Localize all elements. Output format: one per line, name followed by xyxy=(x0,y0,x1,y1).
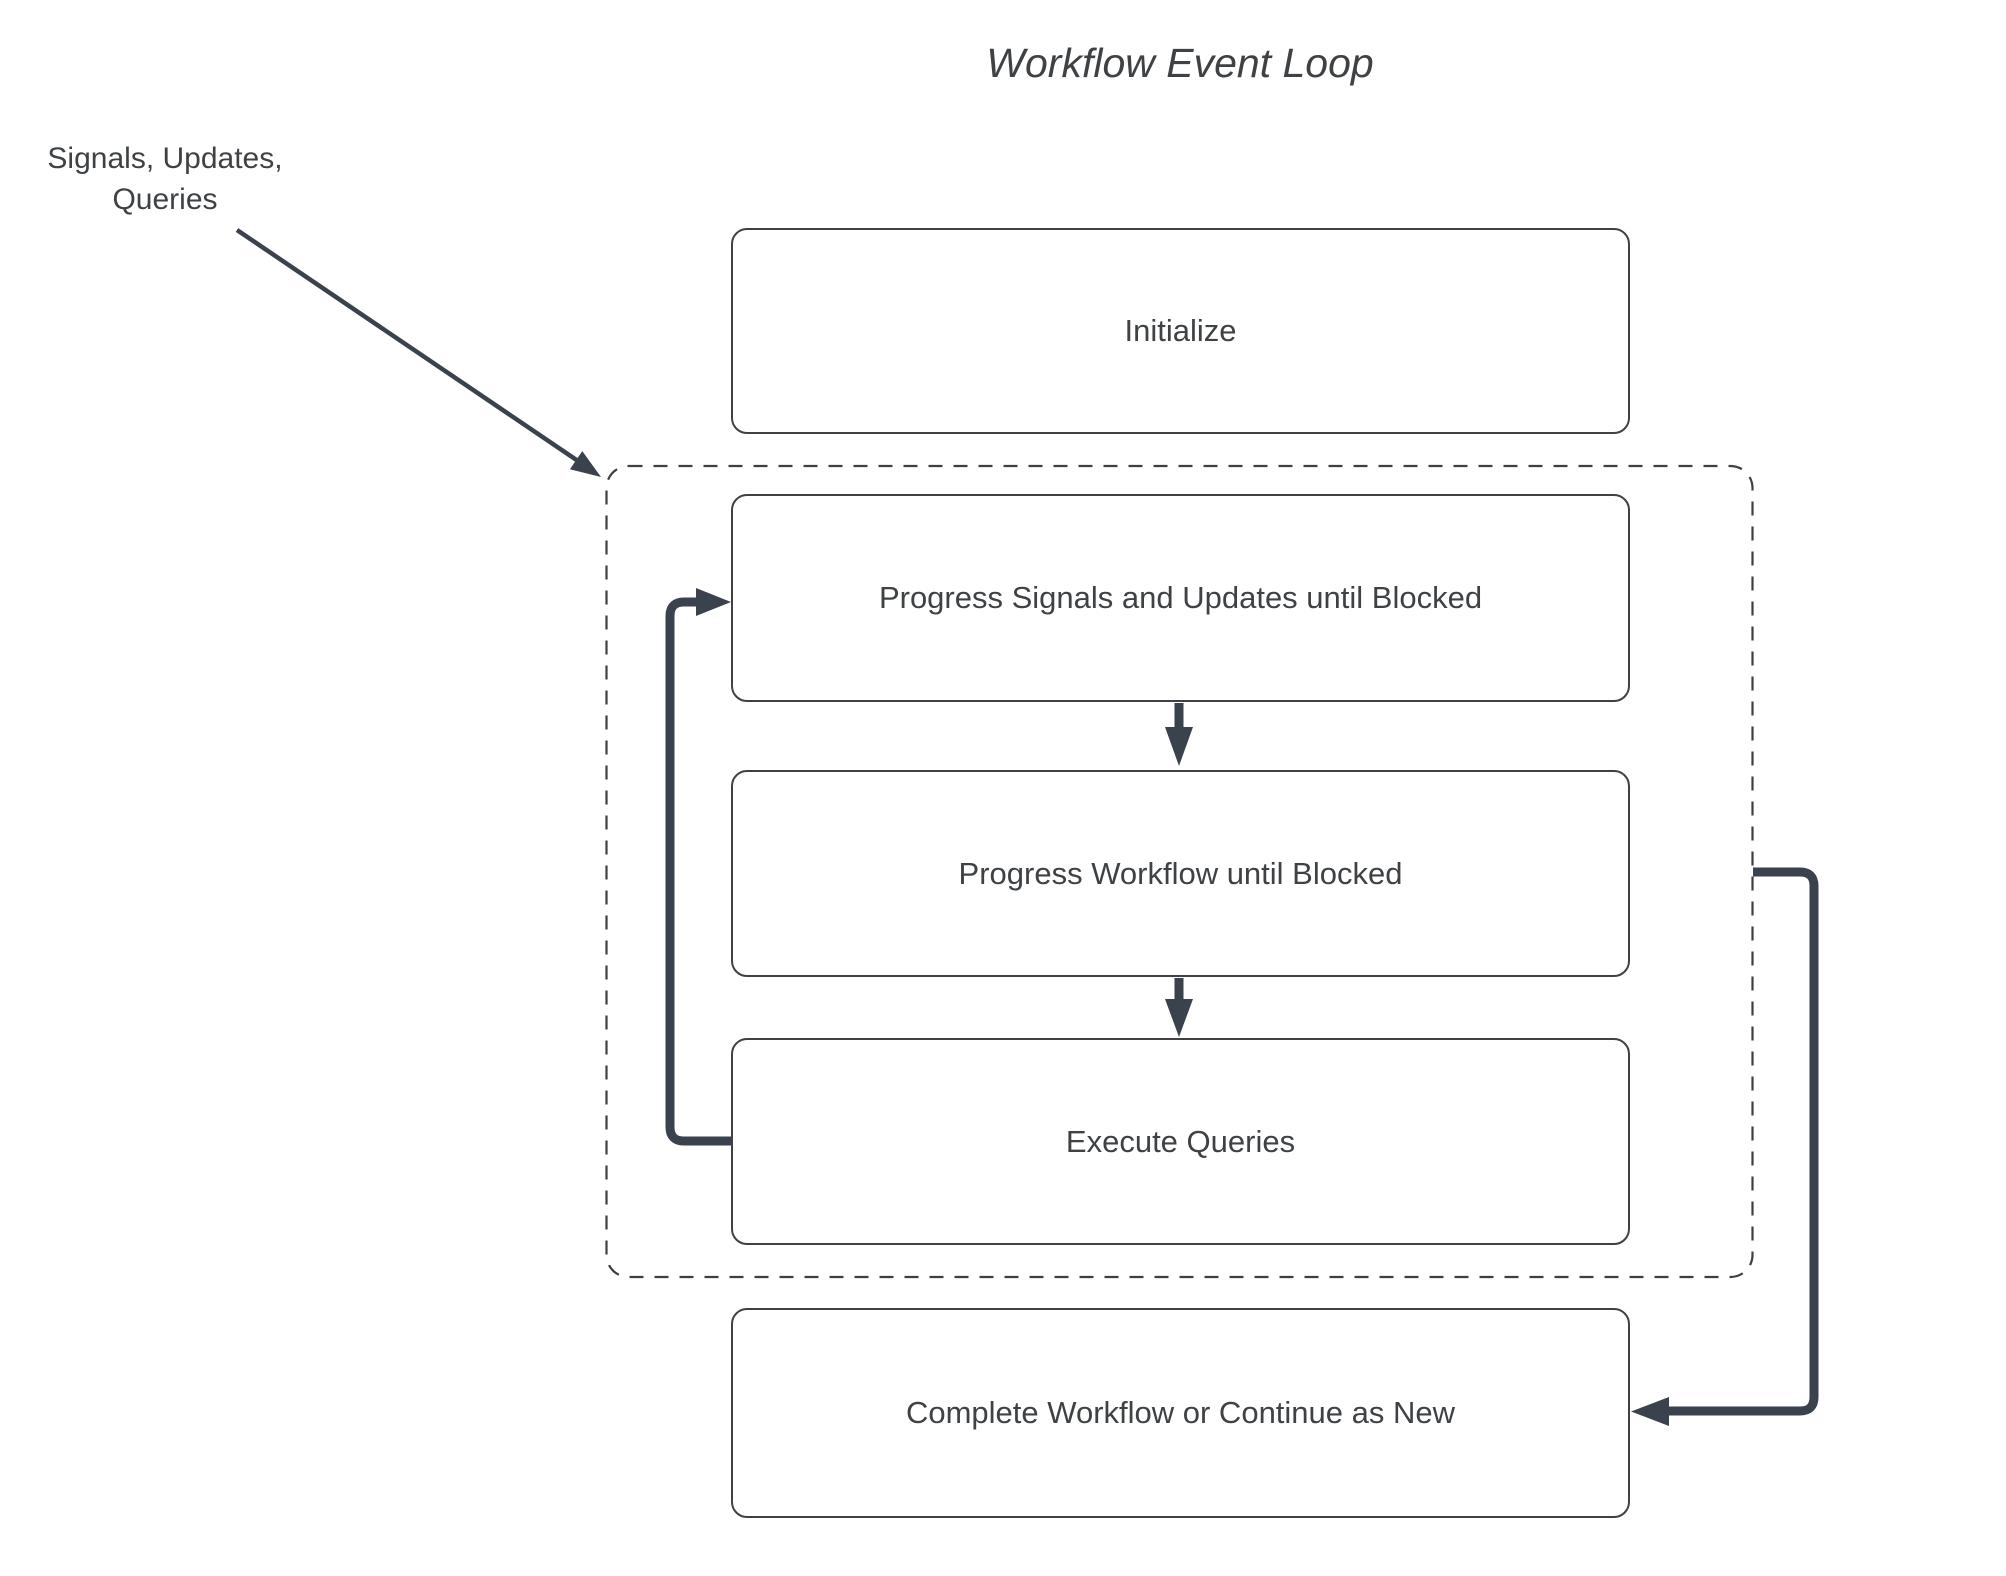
diagram-title: Workflow Event Loop xyxy=(986,40,1374,86)
continue-arrowhead xyxy=(1631,1397,1669,1426)
loop-back-arrowhead xyxy=(696,588,731,616)
node-execute-queries-label: Execute Queries xyxy=(1065,1123,1296,1159)
node-progress-workflow: Progress Workflow until Blocked xyxy=(731,770,1630,977)
external-input-label: Signals, Updates, Queries xyxy=(47,142,283,217)
signals-input-arrow xyxy=(235,228,601,477)
loop-back-connector xyxy=(665,588,731,1146)
signals-input-arrowhead xyxy=(569,451,601,477)
node-initialize-label: Initialize xyxy=(1124,313,1237,348)
node-initialize: Initialize xyxy=(731,228,1630,434)
node-progress-signals-updates: Progress Signals and Updates until Block… xyxy=(731,494,1630,702)
down-arrow-workflow-to-queries xyxy=(1165,978,1193,1037)
down-arrow-1-head xyxy=(1165,727,1193,766)
continue-connector-line xyxy=(1668,867,1819,1416)
continue-connector xyxy=(1631,867,1819,1426)
down-arrow-signals-to-workflow xyxy=(1165,703,1193,766)
node-progress-workflow-label: Progress Workflow until Blocked xyxy=(958,855,1403,891)
signals-input-arrow-line xyxy=(235,228,580,463)
node-complete-workflow-label: Complete Workflow or Continue as New xyxy=(905,1395,1456,1430)
node-complete-workflow: Complete Workflow or Continue as New xyxy=(731,1308,1630,1518)
node-progress-signals-updates-label: Progress Signals and Updates until Block… xyxy=(878,580,1483,615)
node-execute-queries: Execute Queries xyxy=(731,1038,1630,1245)
loop-back-connector-line xyxy=(665,597,731,1146)
down-arrow-2-head xyxy=(1165,999,1193,1037)
